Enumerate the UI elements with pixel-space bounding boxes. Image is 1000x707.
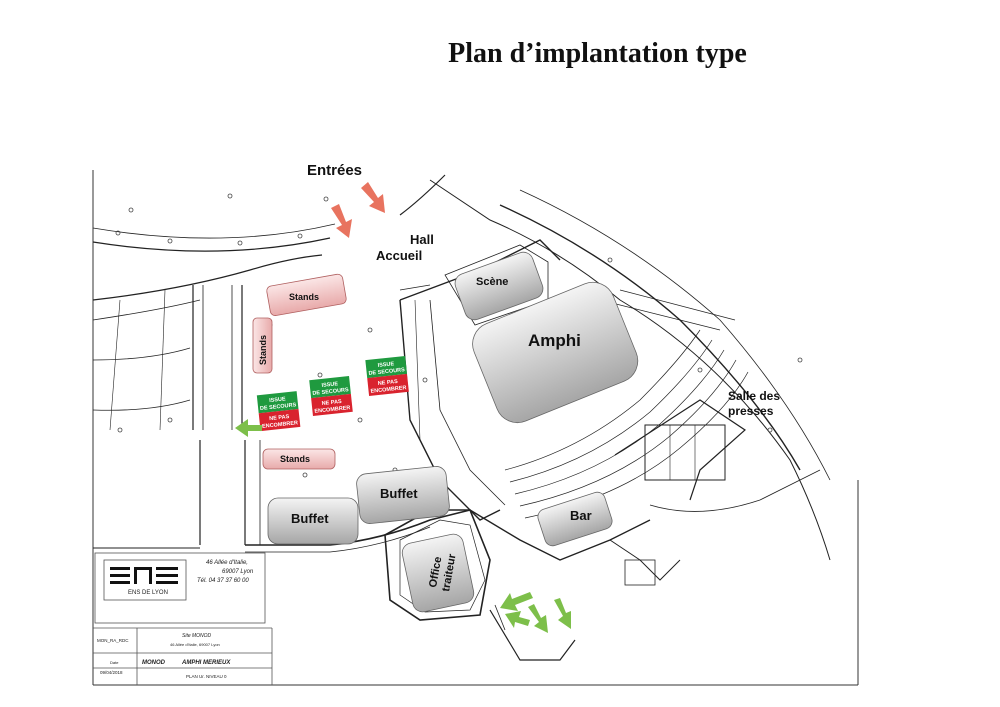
entry-arrow-1 [331,204,352,238]
exit-sign-2-red-l2: ENCOMBRER [314,405,351,415]
tb-site-address: 46 Allée d'Italie, 69007 Lyon [170,642,220,647]
bar-block [537,491,613,547]
tb-code: MON_RA_RDC [97,638,129,643]
stand-bottom [262,448,336,470]
label-accueil: Accueil [376,248,422,263]
tb-room: AMPHI MERIEUX [181,660,231,666]
exit-sign-3-red-l2: ENCOMBRER [370,385,407,395]
exit-sign-2 [309,376,353,416]
exit-arrow-left [235,419,262,437]
stand-top [266,273,347,316]
exit-arrow-br-2 [505,611,530,628]
exit-arrow-br-1 [500,592,533,611]
entry-arrows [331,182,385,238]
label-salle-l1: Salle des [728,389,780,403]
label-bar: Bar [570,508,592,523]
logo-text: ENS DE LYON [128,590,168,596]
tb-building: MONOD [142,660,166,666]
exit-sign-1-green-l1: ISSUE [269,396,286,404]
ens-logo [110,567,178,584]
tb-address-2: 69007 Lyon [222,569,254,575]
tb-phone: Tél. 04 37 37 60 00 [197,578,249,584]
tb-plan: PLAN Ur. NIVEAU 0 [186,674,227,679]
stand-left [252,317,273,374]
page-title: Plan d’implantation type [448,38,747,69]
label-entrees: Entrées [307,162,362,179]
tb-date: 09/04/2018 [100,670,123,675]
exit-sign-2-red-l1: NE PAS [321,399,342,407]
exit-sign-3-green-l1: ISSUE [377,361,394,369]
office-traiteur-block [401,533,475,613]
label-buffet-2: Buffet [380,486,418,501]
label-hall: Hall [410,232,434,247]
label-scene: Scène [476,276,508,288]
entry-arrow-2 [361,182,385,213]
exit-arrow-br-4 [554,598,571,629]
exit-sign-1-green-l2: DE SECOURS [260,402,297,412]
scene-block [454,251,544,321]
tb-site: Site MONOD [182,633,212,639]
label-stand-2: Stands [258,335,268,365]
exit-sign-3-green-l2: DE SECOURS [368,367,405,377]
title-block [93,552,273,685]
exit-sign-1-red-l2: ENCOMBRER [262,420,299,430]
exit-sign-3-red-l1: NE PAS [378,379,399,387]
buffet-block-2 [356,466,450,524]
exit-sign-2-green-l1: ISSUE [321,381,338,389]
tb-date-label: Date [110,660,119,665]
tb-address-1: 46 Allée d'Italie, [206,560,248,566]
exit-sign-1-red-l1: NE PAS [269,414,290,422]
plan-frame [92,170,859,686]
label-salle-l2: presses [728,404,774,418]
label-office-l1: Office [427,556,444,589]
buffet-block-1 [267,497,359,545]
exit-arrow-br-3 [528,604,548,633]
label-stand-1: Stands [289,292,319,302]
label-stand-3: Stands [280,454,310,464]
label-amphi: Amphi [528,331,581,350]
label-buffet-1: Buffet [291,511,329,526]
amphi-block [472,281,639,423]
exit-sign-3 [365,356,409,396]
column-markers [115,193,803,478]
exit-arrows [235,419,571,633]
exit-sign-2-green-l2: DE SECOURS [312,387,349,397]
exit-sign-1 [256,391,301,432]
